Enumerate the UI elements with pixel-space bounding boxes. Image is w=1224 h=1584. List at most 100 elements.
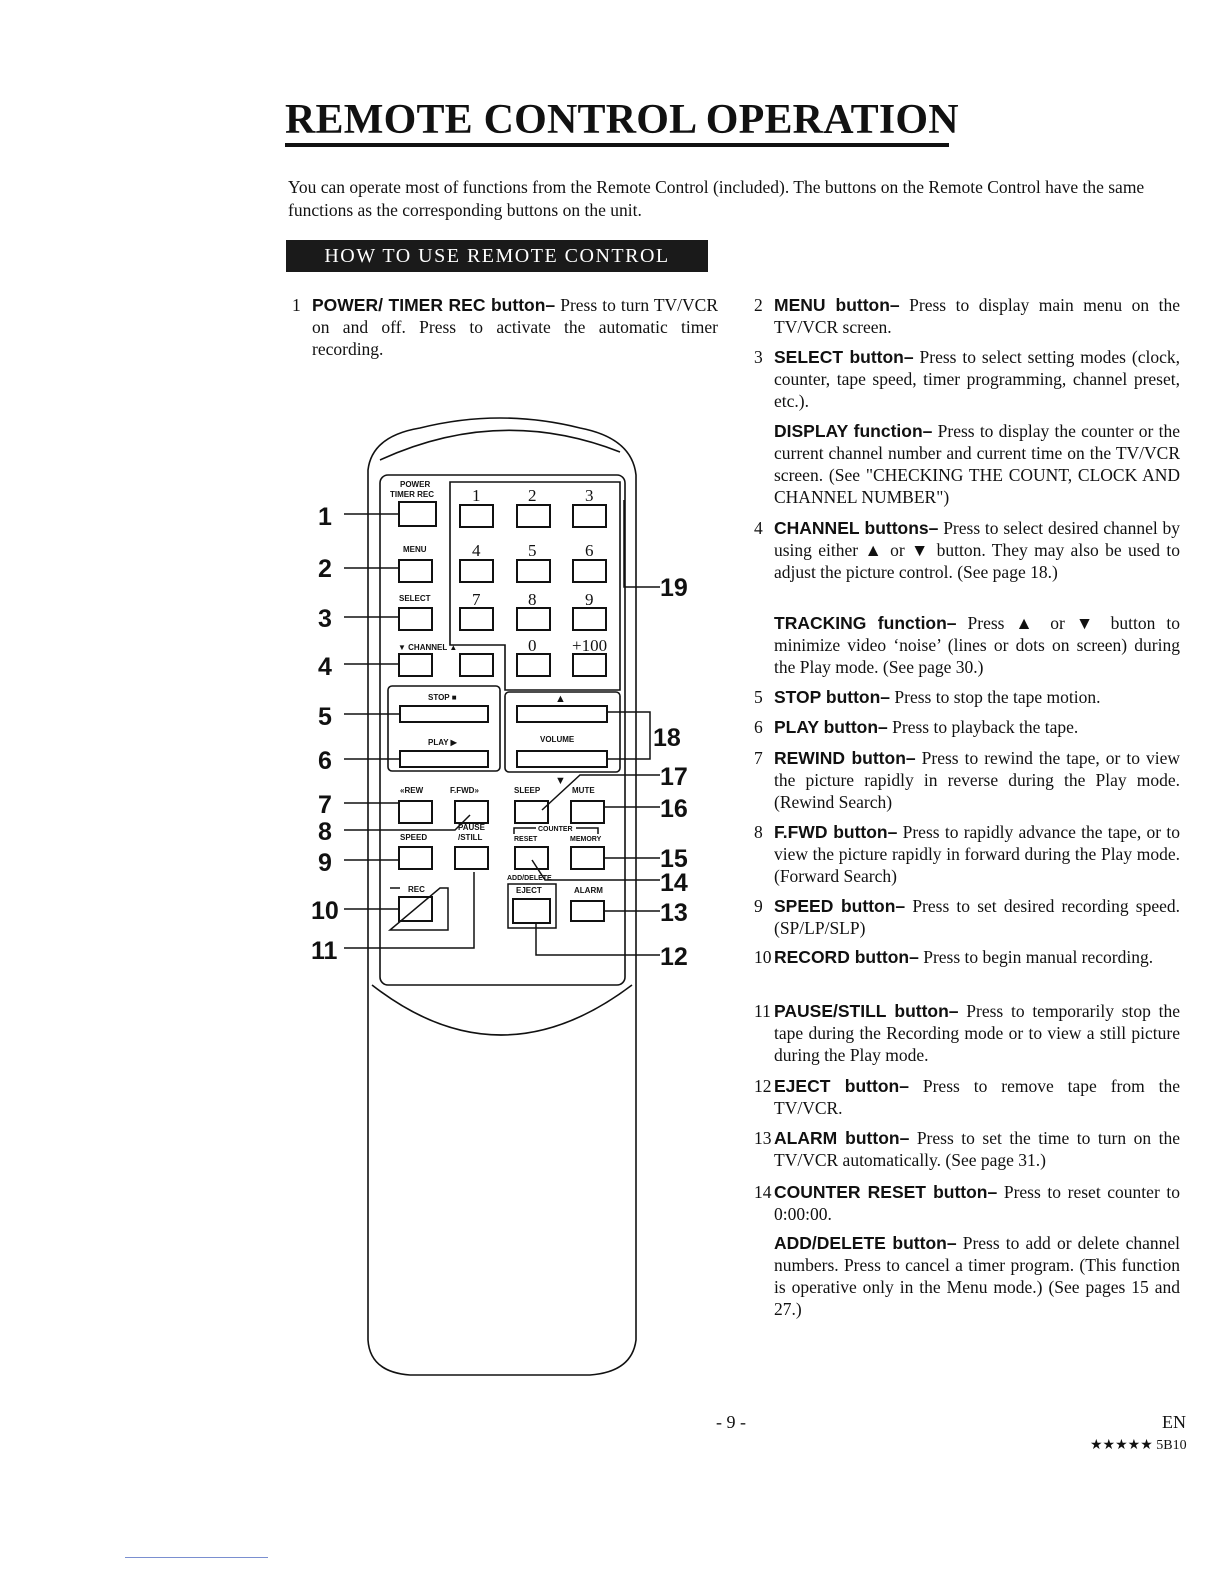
digit-4-label: 4 [472, 541, 481, 560]
play-button[interactable] [399, 750, 489, 768]
callout-16: 16 [660, 795, 688, 823]
language-code: EN [1162, 1412, 1186, 1432]
sleep-label: SLEEP [514, 786, 541, 795]
channel-up-button[interactable] [459, 653, 494, 677]
digit-3-label: 3 [585, 486, 594, 505]
channel-label: ▼ CHANNEL ▲ [398, 643, 457, 652]
volume-up-button[interactable] [516, 705, 608, 723]
item-text: Press to add or delete channel numbers. … [774, 1233, 1180, 1319]
reset-label: RESET [514, 836, 538, 843]
speed-button[interactable] [398, 846, 433, 870]
item-label: TRACKING function– [774, 613, 957, 633]
counter-reset-button[interactable] [514, 846, 549, 870]
digit-5-button[interactable] [516, 559, 551, 583]
item-label: EJECT button– [774, 1076, 909, 1096]
bottom-line [125, 1557, 268, 1558]
stop-button[interactable] [399, 705, 489, 723]
item-text: Press to stop the tape motion. [890, 687, 1101, 707]
item-label: MENU button– [774, 295, 900, 315]
item-text: Press to begin manual recording. [918, 947, 1154, 967]
item-text: Press to playback the tape. [887, 717, 1079, 737]
item-label: POWER/ TIMER REC button– [312, 295, 556, 315]
volume-frame [504, 691, 621, 773]
eject-label: EJECT [516, 886, 542, 895]
rew-label: «REW [400, 786, 424, 795]
mute-label: MUTE [572, 786, 595, 795]
item-stop: 5 STOP button– Press to stop the tape mot… [754, 686, 1180, 708]
sleep-button[interactable] [514, 800, 549, 824]
item-text: Press to select setting modes (clock, co… [774, 347, 1180, 411]
digit-1-button[interactable] [459, 504, 494, 528]
digit-3-button[interactable] [572, 504, 607, 528]
item-number: 2 [754, 295, 763, 315]
volume-label: VOLUME [540, 735, 575, 744]
item-display: DISPLAY function– Press to display the c… [774, 420, 1180, 508]
digit-7-button[interactable] [459, 607, 494, 631]
menu-button[interactable] [398, 559, 433, 583]
digit-8-button[interactable] [516, 607, 551, 631]
item-number: 5 [754, 687, 763, 707]
counter-label: COUNTER [538, 826, 573, 833]
callout-6: 6 [318, 747, 332, 775]
item-number: 13 [754, 1128, 772, 1148]
power-label: POWER [400, 480, 430, 489]
remote-face-panel [379, 474, 626, 986]
power-timer-rec-button[interactable] [398, 501, 437, 527]
digit-6-button[interactable] [572, 559, 607, 583]
digit-0-button[interactable] [516, 653, 551, 677]
item-text: Press to temporarily stop the tape durin… [774, 1001, 1180, 1065]
menu-label: MENU [403, 545, 427, 554]
item-label: COUNTER RESET button– [774, 1182, 998, 1202]
callout-4: 4 [318, 653, 332, 681]
callout-9: 9 [318, 849, 332, 877]
item-label: DISPLAY function– [774, 421, 933, 441]
digit-9-label: 9 [585, 590, 594, 609]
item-label: CHANNEL buttons– [774, 518, 939, 538]
item-text: Press to reset counter to 0:00:00. [774, 1182, 1180, 1224]
rewind-button[interactable] [398, 800, 433, 824]
item-number: 7 [754, 748, 763, 768]
leader-17 [541, 774, 660, 811]
digit-4-button[interactable] [459, 559, 494, 583]
item-label: STOP button– [774, 687, 891, 707]
item-text: Press to display main menu on the TV/VCR… [774, 295, 1180, 337]
volume-down-button[interactable] [516, 750, 608, 768]
play-label: PLAY ▶ [428, 738, 458, 747]
item-text: Press to set the time to turn on the TV/… [774, 1128, 1180, 1170]
digit-2-button[interactable] [516, 504, 551, 528]
channel-down-button[interactable] [398, 653, 433, 677]
callout-14: 14 [660, 869, 688, 897]
digit-9-button[interactable] [572, 607, 607, 631]
pause-still-button[interactable] [454, 846, 489, 870]
callout-13: 13 [660, 899, 688, 927]
digit-1-label: 1 [472, 486, 481, 505]
ffwd-label: F.FWD» [450, 786, 479, 795]
item-menu: 2 MENU button– Press to display main menu… [754, 294, 1180, 338]
item-number: 12 [754, 1076, 772, 1096]
digit-100-button[interactable] [572, 653, 607, 677]
select-button[interactable] [398, 607, 433, 631]
item-label: RECORD button– [774, 947, 919, 967]
item-label: PAUSE/STILL button– [774, 1001, 959, 1021]
callout-7: 7 [318, 791, 332, 819]
eject-button[interactable] [512, 898, 551, 924]
callout-17: 17 [660, 763, 688, 791]
item-text: Press to select desired channel by using… [774, 518, 1180, 582]
item-number: 14 [754, 1182, 772, 1202]
callout-3: 3 [318, 605, 332, 633]
item-number: 1 [292, 295, 301, 315]
remote-control-diagram: POWER TIMER REC MENU SELECT ▼ CHANNEL ▲ … [311, 417, 688, 1376]
memory-button[interactable] [570, 846, 605, 870]
rec-frame [387, 887, 449, 931]
callout-15: 15 [660, 845, 688, 873]
mute-button[interactable] [570, 800, 605, 824]
ffwd-button[interactable] [454, 800, 489, 824]
alarm-button[interactable] [570, 900, 605, 922]
callout-5: 5 [318, 703, 332, 731]
